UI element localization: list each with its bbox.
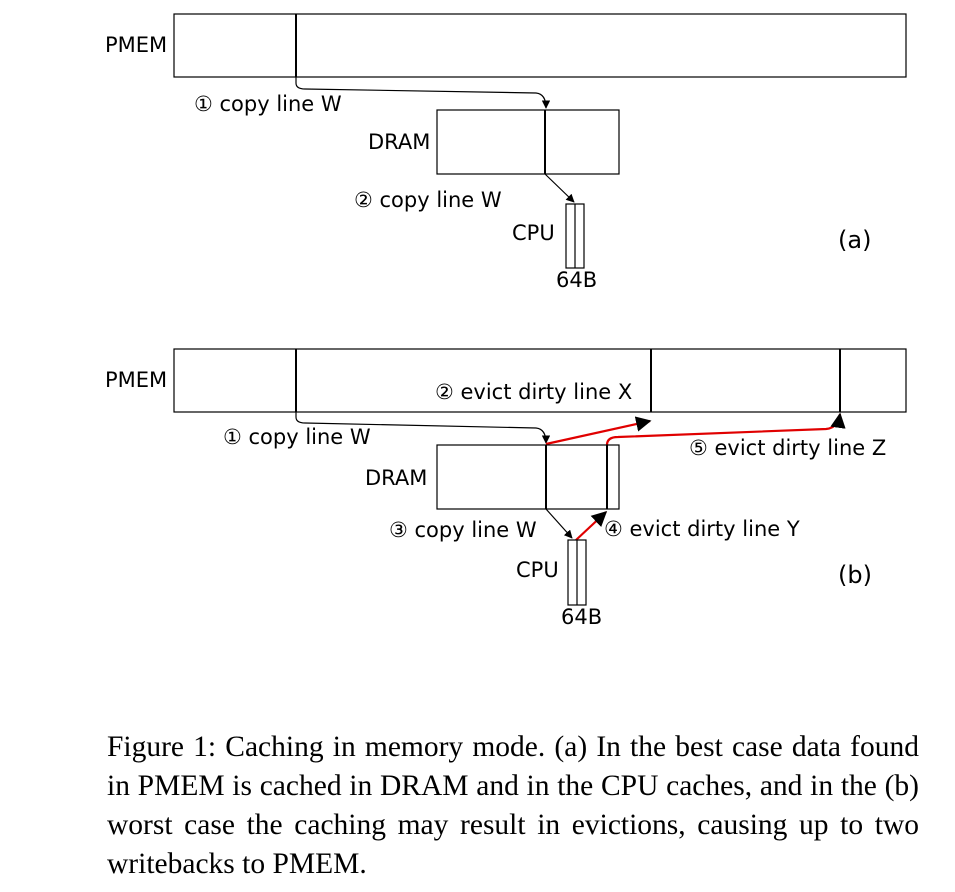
dram-box-a	[436, 109, 620, 175]
step5-label-b: ⑤ evict dirty line Z	[689, 436, 886, 460]
arrow-evict-z-b	[605, 412, 846, 446]
arrow-evict-x-b	[545, 416, 652, 446]
caching-diagram: PMEM ① copy line W DRAM ② copy line W CP…	[105, 13, 907, 629]
cpu-label-b: CPU	[516, 558, 559, 582]
pmem-box-b	[173, 348, 907, 413]
arrow-evict-y-b	[575, 510, 608, 541]
step2-label-a: ② copy line W	[354, 188, 502, 212]
arrow-copy-w-pmem-to-dram-a	[295, 77, 551, 109]
diagram-a: PMEM ① copy line W DRAM ② copy line W CP…	[105, 13, 907, 292]
panel-label-b: (b)	[838, 561, 872, 589]
pmem-box-a	[173, 13, 907, 78]
arrow-copy-w-pmem-to-dram-b	[295, 412, 551, 444]
step3-label-b: ③ copy line W	[389, 518, 537, 542]
step1-label-a: ① copy line W	[194, 92, 342, 116]
arrow-copy-w-dram-to-cpu-b	[545, 508, 573, 539]
arrow-copy-w-dram-to-cpu-a	[544, 173, 575, 203]
cache-line-size-label-a: 64B	[556, 268, 597, 292]
dram-label-b: DRAM	[365, 466, 427, 490]
step2-label-b: ② evict dirty line X	[435, 380, 632, 404]
figure-caption: Figure 1: Caching in memory mode. (a) In…	[107, 731, 919, 880]
pmem-label-b: PMEM	[105, 368, 167, 392]
diagram-b: PMEM ② evict dirty line X ① copy line W …	[105, 348, 907, 629]
pmem-label-a: PMEM	[105, 33, 167, 57]
cpu-label-a: CPU	[512, 221, 555, 245]
dram-box-b	[436, 444, 620, 510]
panel-label-a: (a)	[838, 226, 871, 254]
step4-label-b: ④ evict dirty line Y	[604, 517, 800, 541]
cache-line-size-label-b: 64B	[561, 605, 602, 629]
step1-label-b: ① copy line W	[223, 425, 371, 449]
dram-label-a: DRAM	[368, 130, 430, 154]
